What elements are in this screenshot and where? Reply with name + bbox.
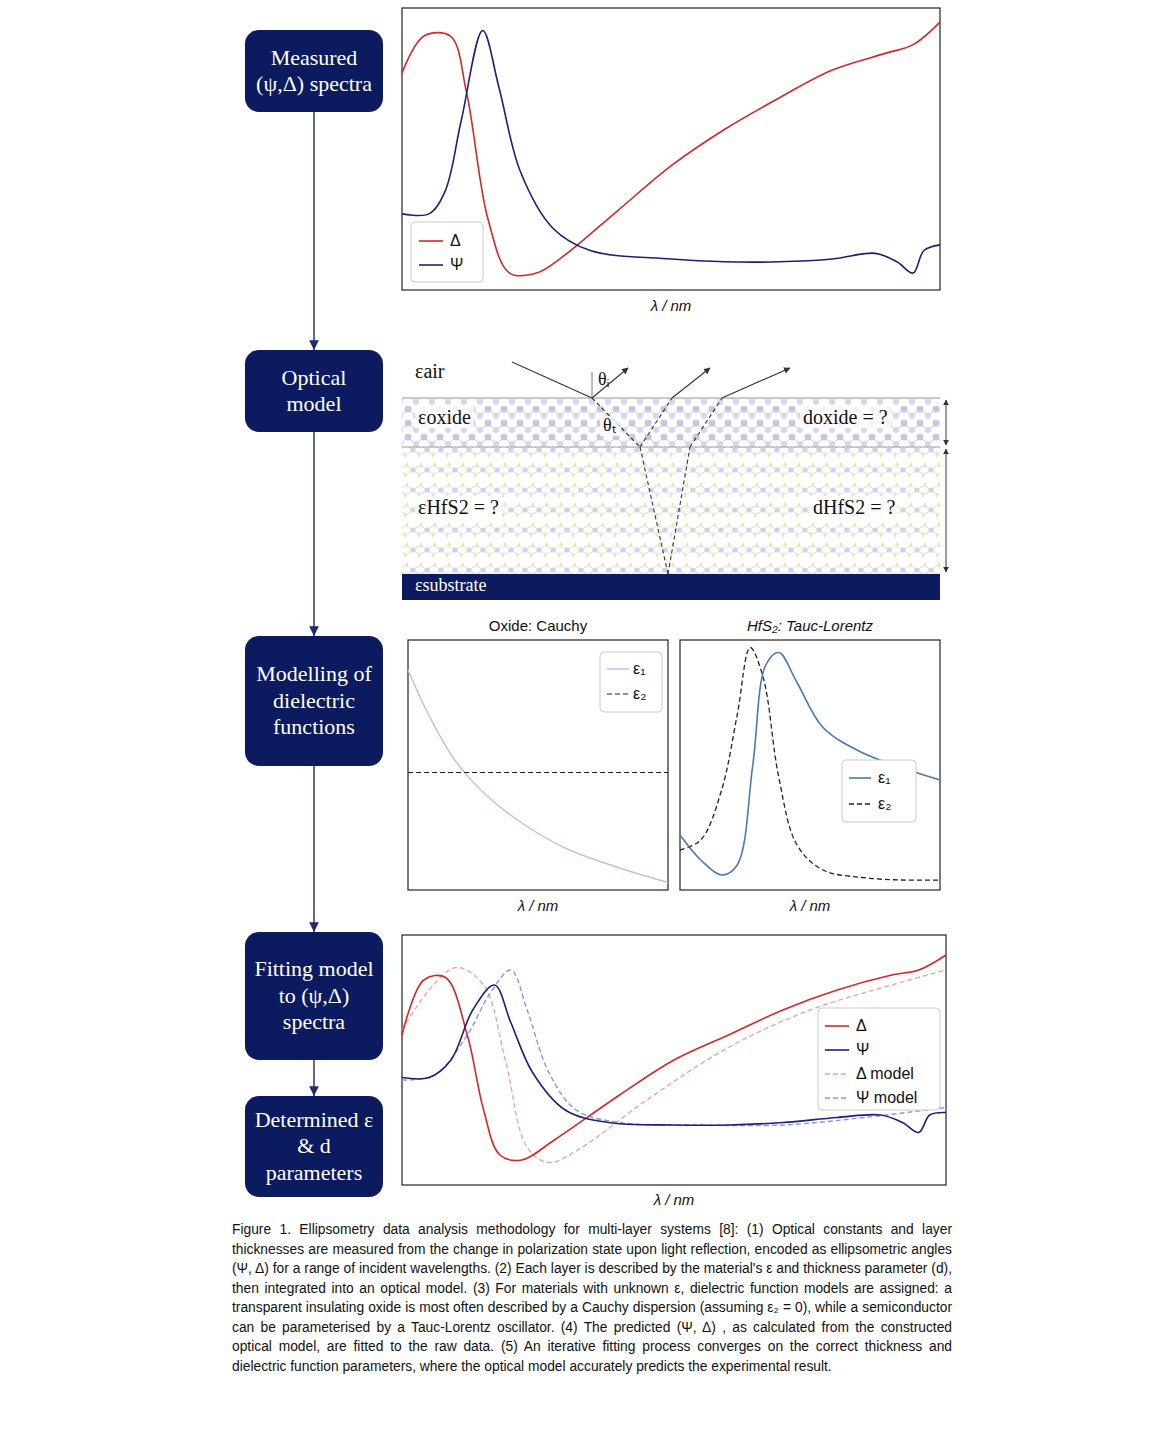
- oxide-layer: [402, 398, 940, 447]
- legend-text: Ψ: [450, 255, 463, 275]
- legend-text: Δ model: [856, 1064, 914, 1084]
- thickness-arrow: [946, 400, 947, 445]
- substrate-layer: [402, 574, 940, 600]
- interface-line: [402, 447, 940, 448]
- thickness-arrow: [946, 449, 947, 572]
- epsilon2-curve: [680, 647, 940, 880]
- light-ray: [690, 398, 722, 447]
- step-label: Modelling of dielectric functions: [245, 655, 383, 746]
- light-ray: [672, 368, 710, 398]
- legend-text: ε₂: [878, 794, 891, 814]
- figure-caption: Figure 1. Ellipsometry data analysis met…: [232, 1220, 952, 1377]
- legend-box: [842, 760, 916, 822]
- plot-title: HfS₂: Tauc-Lorentz: [747, 618, 873, 635]
- flow-arrow: [313, 432, 314, 636]
- legend-sample: [607, 693, 629, 694]
- fit-plot: [402, 935, 946, 1185]
- legend-sample: [825, 1073, 849, 1074]
- oxide-plot: [408, 640, 668, 890]
- legend-sample: [849, 803, 871, 804]
- process-box: Determined ε & d parameters: [245, 1096, 383, 1197]
- step-label: Determined ε & d parameters: [245, 1101, 383, 1192]
- flow-arrow: [313, 112, 314, 350]
- legend-sample: [825, 1025, 849, 1027]
- axis-label: λ / nm: [651, 298, 692, 315]
- layer-label: εoxide: [415, 406, 474, 428]
- axis-label: λ / nm: [518, 898, 559, 915]
- legend-text: ε₁: [633, 659, 646, 679]
- surface-normal: [592, 372, 593, 398]
- legend-text: Δ: [856, 1016, 867, 1036]
- flow-arrow: [313, 1060, 314, 1096]
- step-label: Optical model: [245, 359, 383, 424]
- step-label: Measured (ψ,Δ) spectra: [245, 39, 383, 104]
- legend-sample: [607, 668, 629, 670]
- psi-curve: [402, 985, 946, 1133]
- interface-line: [402, 398, 940, 399]
- epsilon2-curve: [408, 772, 668, 773]
- light-ray: [592, 398, 640, 447]
- layer-label: εsubstrate: [415, 576, 487, 596]
- plot-title: Oxide: Cauchy: [489, 618, 587, 635]
- flow-arrow: [313, 766, 314, 932]
- process-box: Modelling of dielectric functions: [245, 636, 383, 766]
- hfs2-plot: [680, 640, 940, 890]
- legend-text: ε₂: [633, 684, 646, 704]
- light-ray: [668, 447, 690, 574]
- light-ray: [512, 362, 592, 398]
- legend-box: [818, 1008, 940, 1110]
- light-ray: [640, 447, 668, 574]
- legend-sample: [825, 1097, 849, 1098]
- legend-sample: [419, 240, 443, 242]
- axis-label: λ / nm: [790, 898, 831, 915]
- thickness-label: dHfS2 = ?: [810, 496, 898, 518]
- legend-text: ε₁: [878, 768, 891, 788]
- legend-sample: [419, 264, 443, 266]
- step-label: Fitting model to (ψ,Δ) spectra: [245, 950, 383, 1041]
- hfs2-layer: [402, 447, 940, 574]
- legend-text: Ψ model: [856, 1088, 917, 1108]
- spectra-plot: [402, 8, 940, 290]
- layer-label: εHfS2 = ?: [415, 496, 502, 518]
- legend-box: [411, 222, 483, 282]
- light-ray: [640, 398, 672, 447]
- angle-label: θᵢ: [598, 370, 610, 390]
- thickness-label: doxide = ?: [800, 406, 891, 428]
- delta-curve: [402, 955, 946, 1160]
- epsilon1-curve: [680, 652, 940, 875]
- light-ray: [592, 368, 628, 398]
- legend-box: [600, 652, 662, 712]
- angle-label: θₜ: [600, 416, 619, 436]
- legend-sample: [825, 1049, 849, 1051]
- process-box: Measured (ψ,Δ) spectra: [245, 30, 383, 112]
- axis-label: λ / nm: [654, 1192, 695, 1209]
- light-ray: [722, 368, 790, 398]
- delta-model-curve: [402, 967, 946, 1162]
- legend-text: Δ: [450, 231, 461, 251]
- process-box: Fitting model to (ψ,Δ) spectra: [245, 932, 383, 1060]
- legend-text: Ψ: [856, 1040, 869, 1060]
- process-box: Optical model: [245, 350, 383, 432]
- medium-label: εair: [415, 360, 445, 382]
- legend-sample: [849, 777, 871, 779]
